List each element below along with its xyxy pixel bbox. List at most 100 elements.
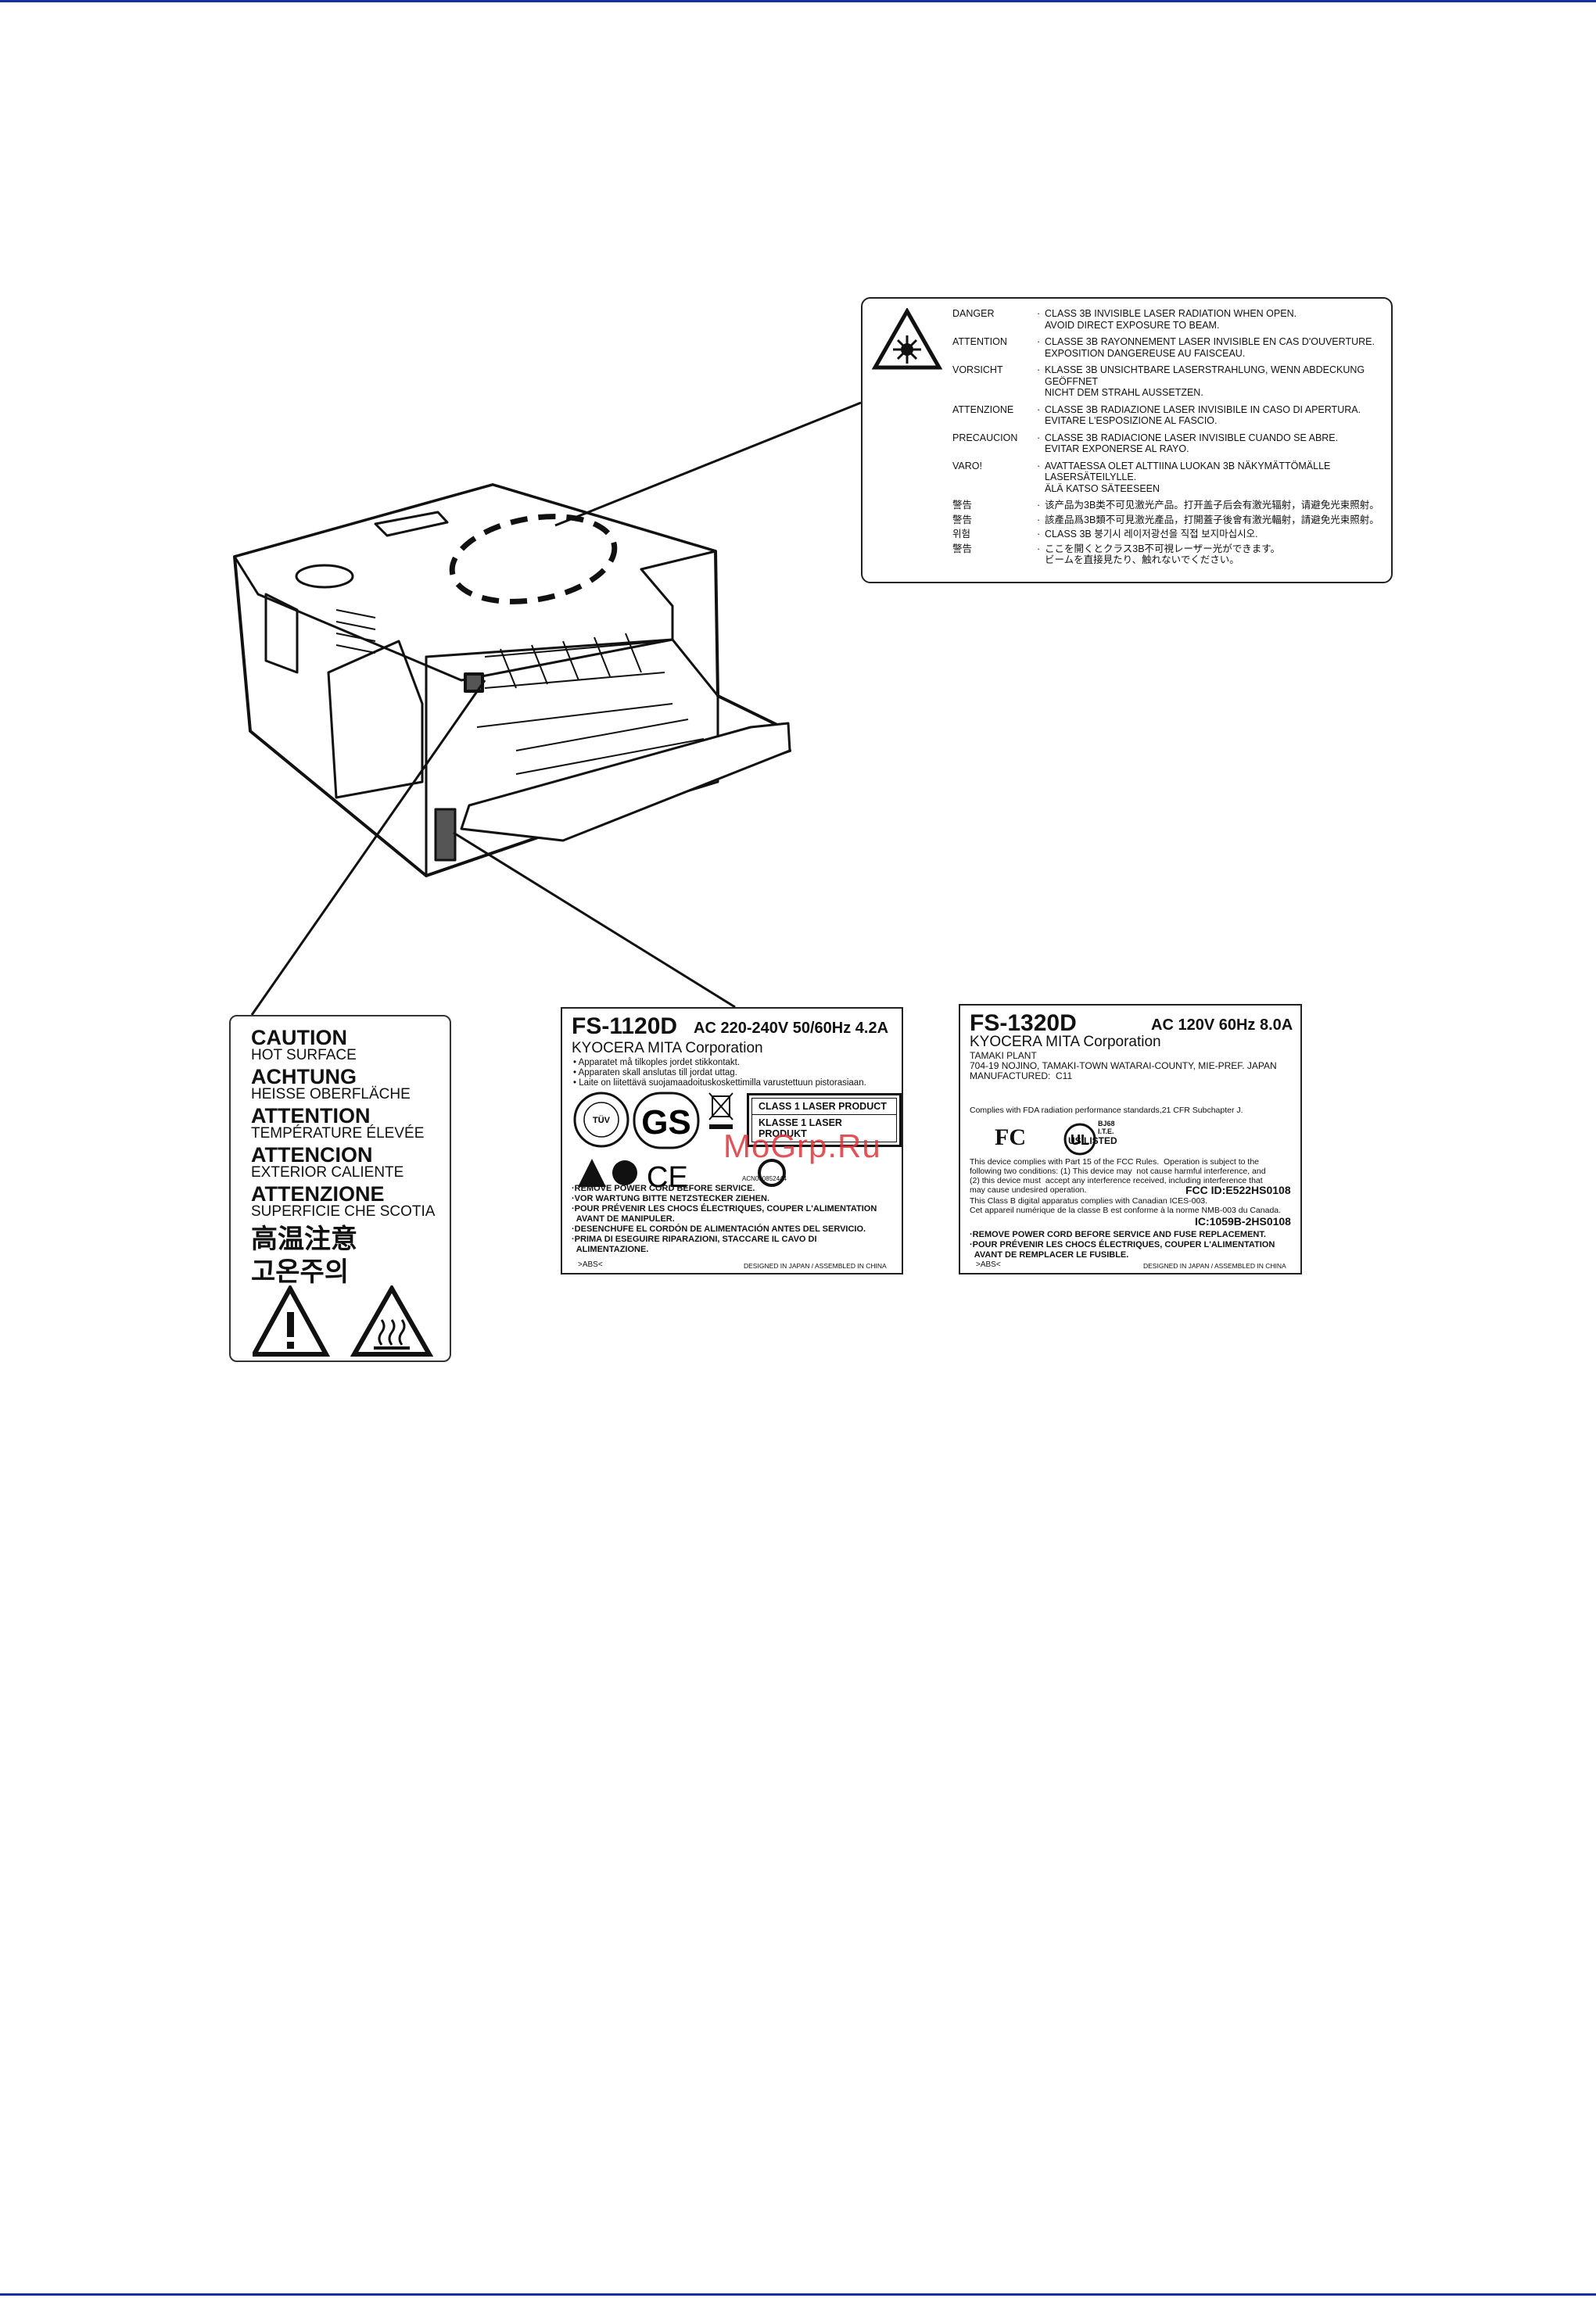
- safety-marks: CE: [578, 1159, 786, 1192]
- power-rating: AC 120V 60Hz 8.0A: [1151, 1016, 1293, 1034]
- bullet: ·: [1037, 403, 1041, 415]
- ul-logo-icon: UL: [1063, 1123, 1096, 1156]
- laser-warning-row: 警告 · 該產品爲3B類不可見激光產品，打開蓋子後會有激光輻射，請避免光束照射。: [952, 514, 1390, 526]
- label-line: • Apparatet må tilkoples jordet stikkont…: [573, 1058, 741, 1067]
- caution-subtitle: TEMPÉRATURE ÉLEVÉE: [251, 1125, 425, 1142]
- laser-warning-row: VARO! · AVATTAESSA OLET ALTTIINA LUOKAN 3B…: [952, 461, 1390, 495]
- model-name: FS-1320D: [970, 1010, 1077, 1036]
- service-warnings: ·REMOVE POWER CORD BEFORE SERVICE AND FU…: [970, 1230, 1275, 1260]
- manufacturer: KYOCERA MITA Corporation: [572, 1040, 763, 1056]
- caution-title: ATTENZIONE: [251, 1182, 385, 1206]
- caution-subtitle: HOT SURFACE: [251, 1047, 357, 1063]
- label-line: This Class B digital apparatus complies …: [970, 1196, 1208, 1206]
- label-line: This device complies with Part 15 of the…: [970, 1157, 1259, 1167]
- label-line: following two conditions: (1) This devic…: [970, 1167, 1266, 1176]
- certification-marks: TÜV GS: [573, 1092, 733, 1149]
- label-line: Cet appareil numérique de la classe B es…: [970, 1206, 1282, 1215]
- top-rule: [0, 0, 1596, 2]
- laser-hazard-icon: [872, 308, 942, 370]
- laser-warning-text: 该产品为3B类不可见激光产品。打开盖子后会有激光辐射，请避免光束照射。: [1045, 500, 1379, 511]
- label-line: ·REMOVE POWER CORD BEFORE SERVICE AND FU…: [970, 1230, 1266, 1239]
- svg-text:GS: GS: [641, 1103, 691, 1142]
- bullet: ·: [1037, 514, 1041, 525]
- laser-class-1: CLASS 1 LASER PRODUCT: [751, 1098, 897, 1115]
- bullet: ·: [1037, 432, 1041, 443]
- ic-number: IC:1059B-2HS0108: [1195, 1215, 1291, 1228]
- laser-warning-text: CLASSE 3B RAYONNEMENT LASER INVISIBLE EN…: [1045, 336, 1375, 359]
- laser-class-2: KLASSE 1 LASER PRODUKT: [751, 1115, 897, 1142]
- laser-warning-language: 警告: [952, 514, 973, 525]
- laser-warning-row: PRECAUCION · CLASSE 3B RADIACIONE LASER IN…: [952, 432, 1390, 455]
- label-line: MANUFACTURED: C11: [970, 1070, 1073, 1081]
- laser-warning-rows: DANGER · CLASS 3B INVISIBLE LASER RADIATIO…: [952, 308, 1390, 569]
- weee-bin-icon: [708, 1092, 733, 1129]
- caution-title: ATTENTION: [251, 1104, 371, 1127]
- laser-warning-row: 警告 · 该产品为3B类不可见激光产品。打开盖子后会有激光辐射，请避免光束照射。: [952, 500, 1390, 511]
- label-line: ·PRIMA DI ESEGUIRE RIPARAZIONI, STACCARE…: [572, 1235, 817, 1254]
- laser-warning-language: PRECAUCION: [952, 432, 1018, 443]
- caution-subtitle: EXTERIOR CALIENTE: [251, 1164, 404, 1181]
- laser-warning-language: DANGER: [952, 308, 995, 319]
- abs-marking: >ABS<: [578, 1260, 603, 1269]
- bullet: ·: [1037, 364, 1041, 375]
- laser-warning-text: CLASS 3B 붕기시 레이저광선을 직접 보지마십시오.: [1045, 529, 1258, 540]
- bullet: ·: [1037, 336, 1041, 347]
- label-line: • Laite on liitettävä suojamaadoituskosk…: [573, 1078, 866, 1088]
- laser-warning-text: CLASSE 3B RADIAZIONE LASER INVISIBILE IN…: [1045, 403, 1361, 427]
- gs-mark-icon: GS: [633, 1092, 700, 1149]
- caution-signs: [253, 1285, 434, 1357]
- laser-warning-row: 警告·ここを開くとクラス3B不可視レーザー光ができます。 ビームを直接見たり、触…: [952, 543, 1390, 566]
- label-line: ·POUR PRÉVENIR LES CHOCS ÉLECTRIQUES, CO…: [572, 1204, 877, 1224]
- label-line: may cause undesired operation.: [970, 1185, 1087, 1195]
- laser-warning-language: VARO!: [952, 460, 982, 471]
- bullet: ·: [1037, 460, 1041, 471]
- warning-triangle-icon: [253, 1285, 331, 1357]
- s-mark-icon: [612, 1160, 637, 1185]
- caution-title: ATTENCION: [251, 1143, 373, 1167]
- caution-korean: 고온주의: [251, 1257, 350, 1288]
- fcc-logo-icon: FC: [995, 1124, 1026, 1150]
- laser-warning-text: CLASS 3B INVISIBLE LASER RADIATION WHEN …: [1045, 308, 1297, 331]
- laser-warning-row: ATTENZIONE · CLASSE 3B RADIAZIONE LASER IN…: [952, 404, 1390, 427]
- laser-warning-row: VORSICHT · KLASSE 3B UNSICHTBARE LASERSTRA…: [952, 364, 1390, 399]
- laser-warning-text: CLASSE 3B RADIACIONE LASER INVISIBLE CUA…: [1045, 432, 1339, 455]
- abs-marking: >ABS<: [976, 1260, 1001, 1269]
- bullet: ·: [1037, 529, 1041, 540]
- caution-title: CAUTION: [251, 1026, 347, 1049]
- bullet: ·: [1037, 500, 1041, 511]
- bottom-rule: [0, 2293, 1596, 2296]
- laser-warning-text: AVATTAESSA OLET ALTTIINA LUOKAN 3B NÄKYM…: [1045, 460, 1331, 494]
- ul-code: BJ68 I.T.E.: [1098, 1120, 1115, 1135]
- fs1320d-rating-label: FS-1320D AC 120V 60Hz 8.0A KYOCERA MITA …: [959, 1004, 1302, 1274]
- tuv-icon: TÜV: [573, 1092, 629, 1148]
- laser-warning-text: ここを開くとクラス3B不可視レーザー光ができます。 ビームを直接見たり、触れない…: [1045, 543, 1281, 566]
- laser-warning-language: VORSICHT: [952, 364, 1003, 375]
- label-line: ·DESENCHUFE EL CORDÓN DE ALIMENTACIÓN AN…: [572, 1224, 866, 1234]
- model-name: FS-1120D: [572, 1013, 678, 1039]
- laser-warning-language: ATTENZIONE: [952, 403, 1014, 415]
- ul-listed: US LISTED: [1068, 1135, 1117, 1146]
- svg-text:UL: UL: [1071, 1132, 1089, 1148]
- fcc-rules: This device complies with Part 15 of the…: [970, 1157, 1266, 1195]
- laser-warning-text: 該產品爲3B類不可見激光產品，打開蓋子後會有激光輻射，請避免光束照射。: [1045, 514, 1379, 525]
- svg-text:TÜV: TÜV: [593, 1115, 611, 1125]
- label-line: ·VOR WARTUNG BITTE NETZSTECKER ZIEHEN.: [572, 1194, 769, 1203]
- laser-warning-language: 위험: [952, 529, 971, 540]
- origin: DESIGNED IN JAPAN / ASSEMBLED IN CHINA: [1143, 1262, 1286, 1270]
- manufacturer: KYOCERA MITA Corporation: [970, 1034, 1161, 1050]
- laser-warning-language: 警告: [952, 543, 973, 554]
- fcc-id: FCC ID:E522HS0108: [1185, 1184, 1291, 1196]
- ce-mark-icon: CE: [647, 1161, 688, 1192]
- laser-warning-text: KLASSE 3B UNSICHTBARE LASERSTRAHLUNG, WE…: [1045, 364, 1365, 398]
- caution-subtitle: SUPERFICIE CHE SCOTIA: [251, 1203, 436, 1220]
- origin: DESIGNED IN JAPAN / ASSEMBLED IN CHINA: [744, 1262, 887, 1270]
- laser-warning-language: 警告: [952, 500, 973, 511]
- label-line: 704-19 NOJINO, TAMAKI-TOWN WATARAI-COUNT…: [970, 1060, 1277, 1071]
- laser-warning-row: DANGER·CLASS 3B INVISIBLE LASER RADIATIO…: [952, 308, 1390, 331]
- label-line: • Apparaten skall anslutas till jordat u…: [573, 1068, 737, 1077]
- laser-warning-row: ATTENTION·CLASSE 3B RAYONNEMENT LASER IN…: [952, 336, 1390, 359]
- laser-class-box: CLASS 1 LASER PRODUCT KLASSE 1 LASER PRO…: [747, 1093, 902, 1147]
